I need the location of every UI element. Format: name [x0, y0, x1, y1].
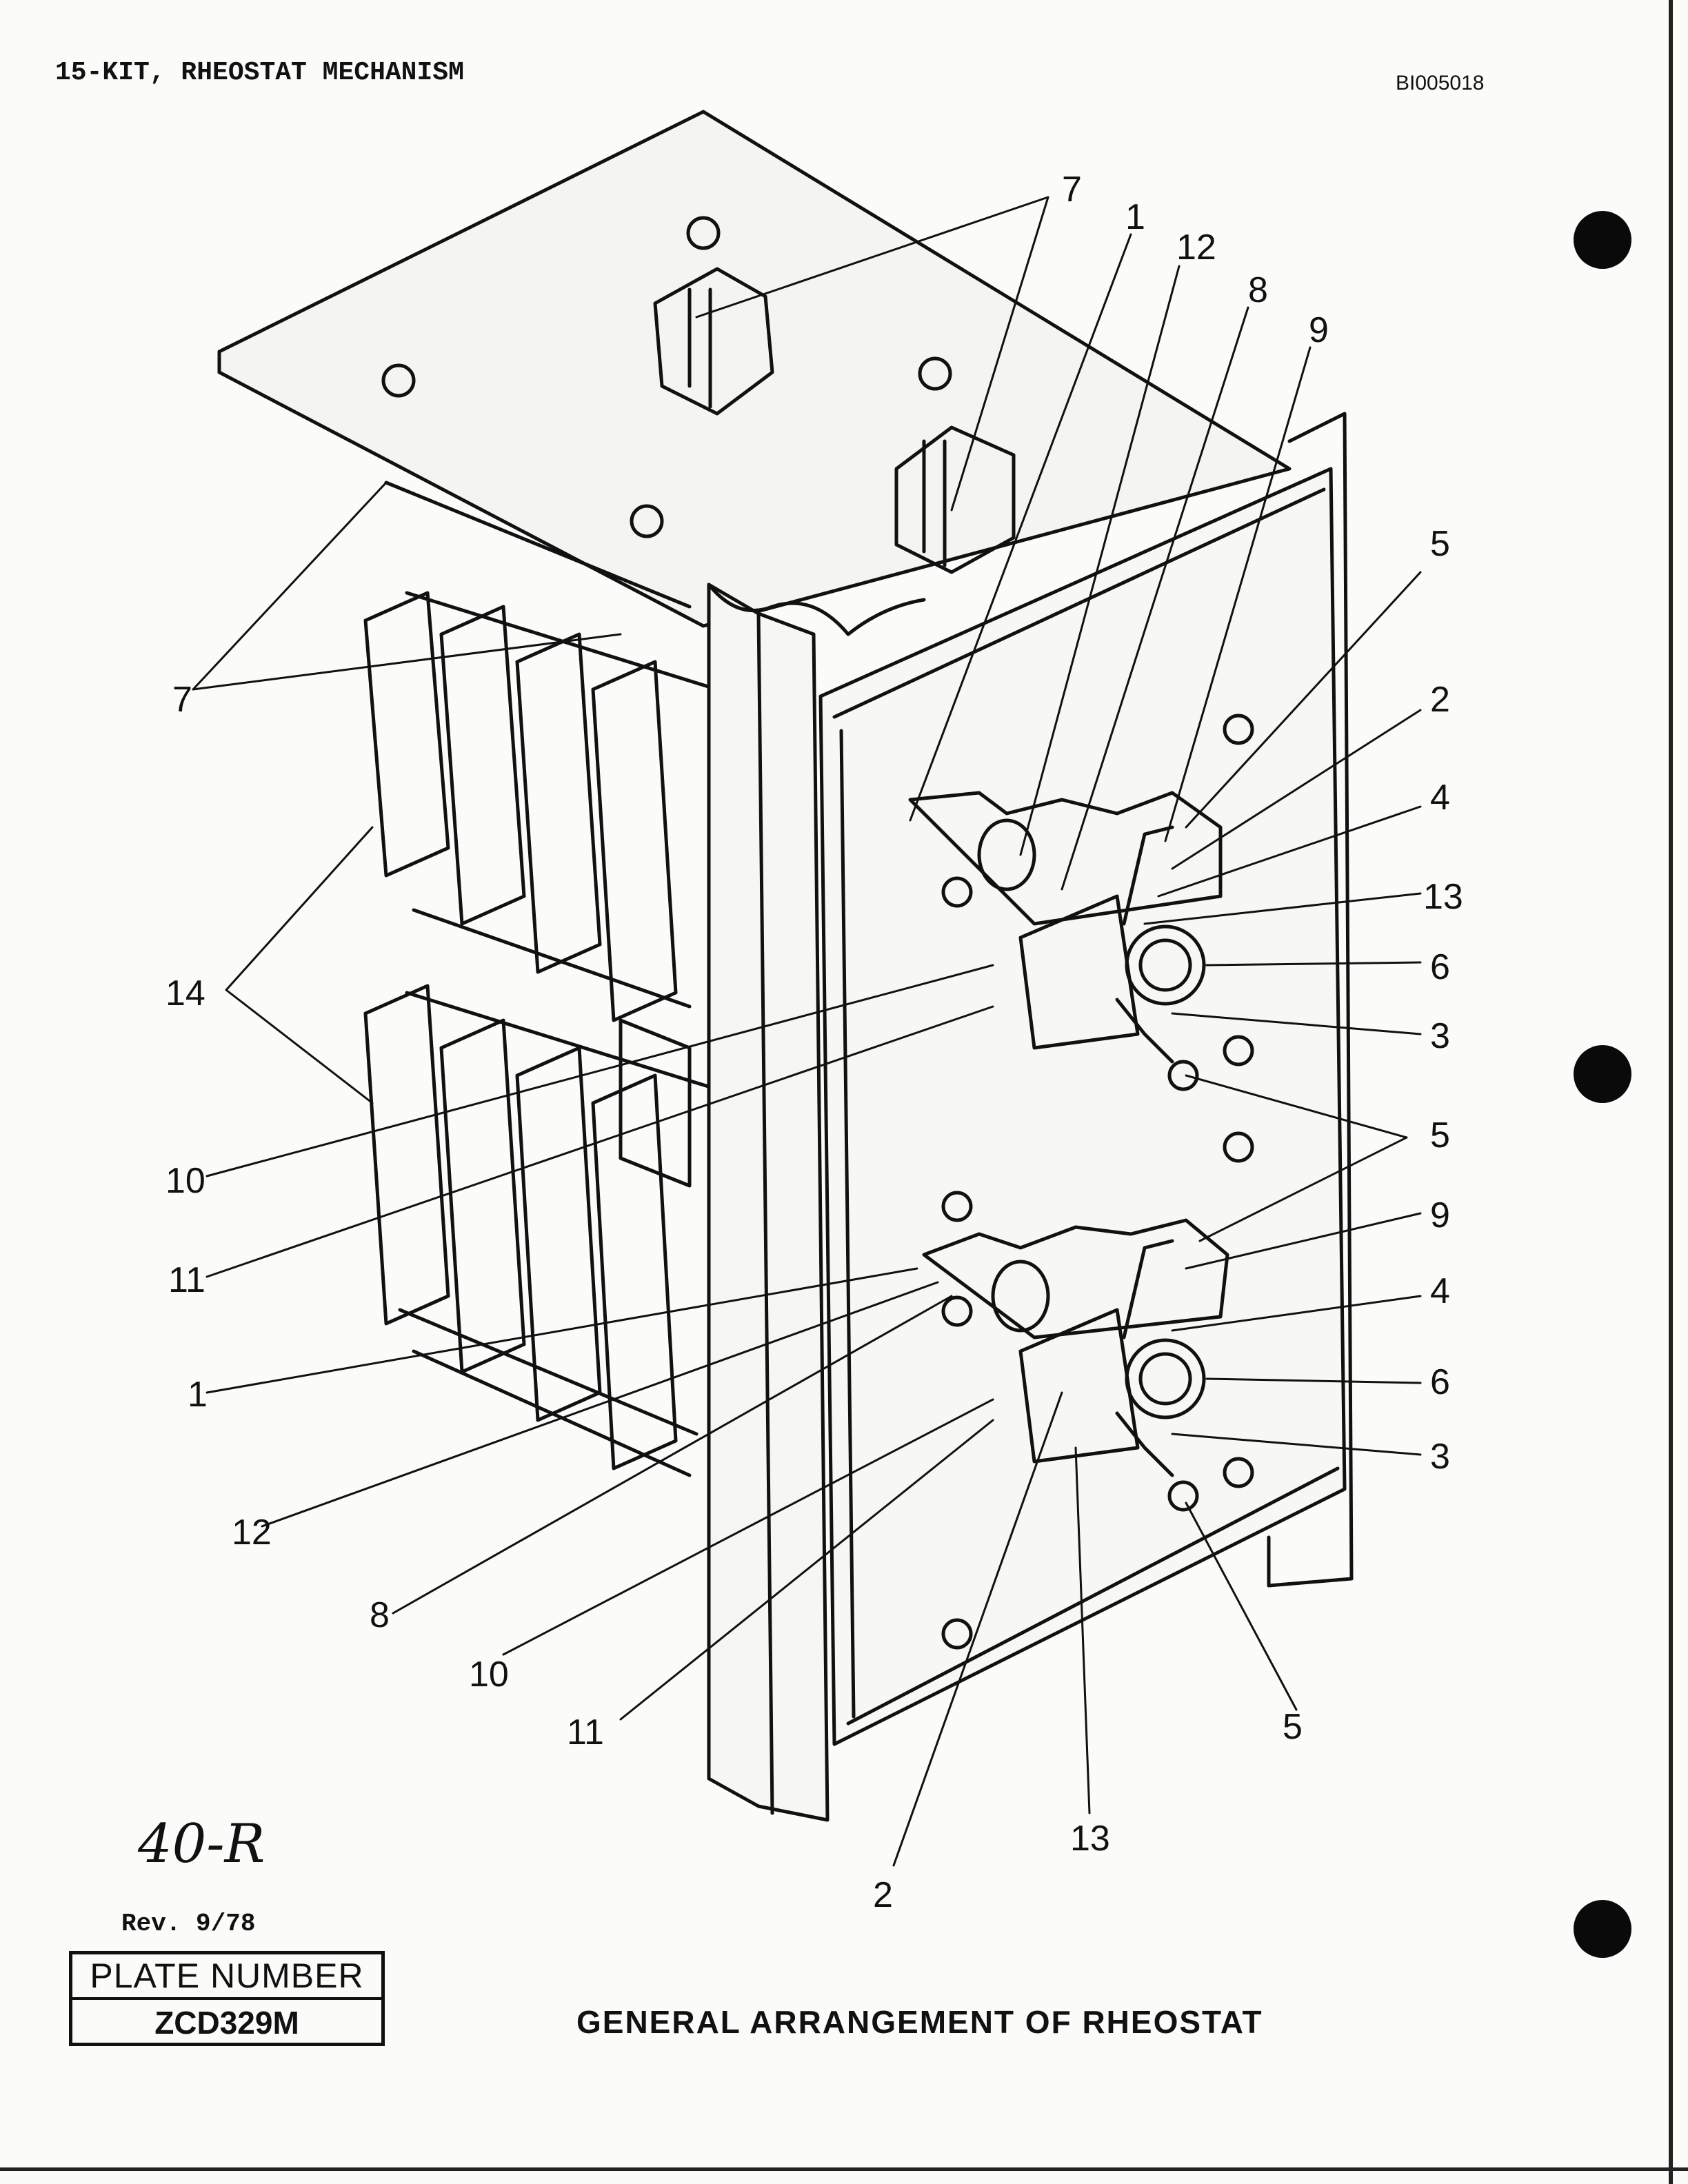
- page-reference: 40-R: [138, 1813, 265, 1875]
- callout-6: 6: [1430, 947, 1450, 987]
- callout-3b: 3: [1430, 1437, 1450, 1477]
- callout-13: 13: [1423, 877, 1463, 917]
- binder-hole-top: [1574, 211, 1631, 269]
- binder-hole-bottom: [1574, 1900, 1631, 1958]
- resistor-grid-lower: [363, 984, 719, 1477]
- side-panel: [818, 467, 1347, 1746]
- page-edge-line: [1669, 0, 1673, 2184]
- callout-9: 9: [1309, 310, 1329, 350]
- top-nuts: [381, 216, 952, 538]
- document-id: BI005018: [1396, 72, 1485, 94]
- rheostat-mechanism-upper: [908, 791, 1223, 1091]
- callout-10: 10: [165, 1161, 205, 1201]
- panel-flange: [1267, 412, 1354, 1588]
- plate-number: ZCD329M: [154, 2005, 299, 2041]
- callout-11b: 11: [567, 1712, 604, 1752]
- callout-labels: 7 1 12 8 9 5 2 4 13 6 3 7 14 10 11 5 9 4…: [165, 170, 1463, 1915]
- callout-12: 12: [1176, 228, 1216, 267]
- callout-5c: 5: [1283, 1707, 1303, 1747]
- leader-lines: [192, 196, 1422, 1867]
- top-bracket: [653, 267, 774, 416]
- callout-1: 1: [1125, 197, 1145, 237]
- panel-bolts: [941, 714, 1254, 1650]
- callout-8b: 8: [370, 1595, 390, 1635]
- top-plate: [217, 110, 1292, 628]
- binder-hole-middle: [1574, 1045, 1631, 1103]
- callout-2b: 2: [873, 1875, 893, 1915]
- callout-3: 3: [1430, 1016, 1450, 1056]
- page-title: 15-KIT, RHEOSTAT MECHANISM: [55, 58, 464, 88]
- callout-4b: 4: [1430, 1271, 1450, 1311]
- callout-10b: 10: [469, 1655, 509, 1695]
- callout-14: 14: [165, 973, 205, 1013]
- callout-4: 4: [1430, 778, 1450, 818]
- callout-11: 11: [168, 1260, 205, 1300]
- callout-1b: 1: [188, 1375, 208, 1415]
- callout-12b: 12: [232, 1513, 272, 1553]
- callout-13b: 13: [1070, 1819, 1110, 1859]
- callout-9b: 9: [1430, 1195, 1450, 1235]
- rheostat-mechanism-lower: [922, 1218, 1229, 1512]
- callout-7b: 7: [172, 680, 192, 720]
- plate-number-box: PLATE NUMBER ZCD329M: [69, 1951, 385, 2046]
- callout-7: 7: [1062, 170, 1082, 210]
- callout-5: 5: [1430, 524, 1450, 564]
- bottom-rule: [0, 2167, 1688, 2171]
- plate-label: PLATE NUMBER: [72, 1954, 381, 2000]
- revision-label: Rev. 9/78: [121, 1910, 256, 1938]
- figure-caption: GENERAL ARRANGEMENT OF RHEOSTAT: [576, 2004, 1263, 2040]
- top-bracket-right: [894, 425, 1016, 574]
- callout-2: 2: [1430, 680, 1450, 720]
- callout-8: 8: [1248, 270, 1268, 310]
- callout-6b: 6: [1430, 1362, 1450, 1402]
- callout-5b: 5: [1430, 1115, 1450, 1155]
